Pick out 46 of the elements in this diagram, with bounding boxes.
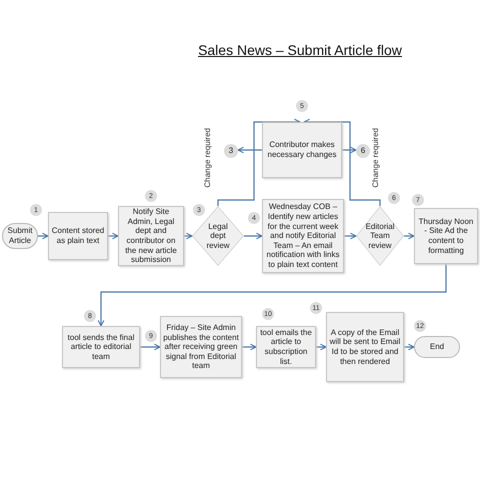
arrow — [404, 344, 415, 350]
process-box — [326, 312, 404, 382]
step-reference — [224, 144, 238, 158]
node-text: A copy of the Email will be sent to Email Id to be stored and then rendered — [329, 328, 401, 366]
terminal-box — [414, 336, 460, 358]
node-text: End — [430, 342, 444, 352]
process-box — [160, 316, 242, 378]
node-text: Submit Article — [6, 226, 34, 246]
arrow — [98, 264, 447, 327]
decision-diamond — [192, 206, 244, 266]
decision-diamond — [356, 206, 404, 266]
edge-label: Change required — [371, 128, 380, 188]
arrow — [108, 232, 119, 240]
node-text: Wednesday COB – Identify new articles for the current week and notify Editorial Team – An email notification with links to plain text content — [266, 202, 340, 270]
terminal-box — [2, 223, 38, 249]
arrow — [184, 232, 193, 240]
process-box — [262, 122, 342, 178]
arrow — [140, 344, 161, 350]
node-text: Content stored as plain text — [51, 226, 105, 246]
node-text: Thursday Noon - Site Ad the content to formatting — [418, 216, 474, 256]
arrow — [242, 344, 257, 350]
node-text: tool emails the article to subscription list. — [259, 328, 313, 366]
node-text: Friday – Site Admin publishes the content after receiving green signal from Editorial team — [163, 323, 239, 371]
process-box — [118, 206, 184, 266]
arrow — [38, 232, 49, 240]
arrow — [217, 118, 301, 206]
node-text: Contributor makes necessary changes — [266, 140, 338, 160]
process-box — [62, 326, 140, 368]
arrow — [237, 146, 262, 154]
node-text: 6 — [360, 146, 366, 156]
diagram-title: Sales News – Submit Article flow — [197, 42, 403, 58]
node-text: 3 — [228, 146, 234, 156]
node-text: tool sends the final article to editorial team — [66, 332, 136, 362]
arrow — [404, 232, 415, 240]
arrow — [303, 118, 381, 206]
process-box — [48, 212, 108, 260]
node-text: Editorial Team review — [366, 222, 394, 250]
edge-label: Change required — [203, 128, 212, 188]
arrow — [344, 232, 357, 240]
process-box — [414, 208, 478, 264]
step-reference — [356, 144, 370, 158]
arrow — [342, 146, 357, 154]
node-text: Notify Site Admin, Legal dept and contributor on the new article submission — [124, 207, 178, 265]
node-text: Legal dept review — [205, 222, 231, 250]
arrow — [316, 344, 327, 350]
arrow — [244, 232, 263, 240]
